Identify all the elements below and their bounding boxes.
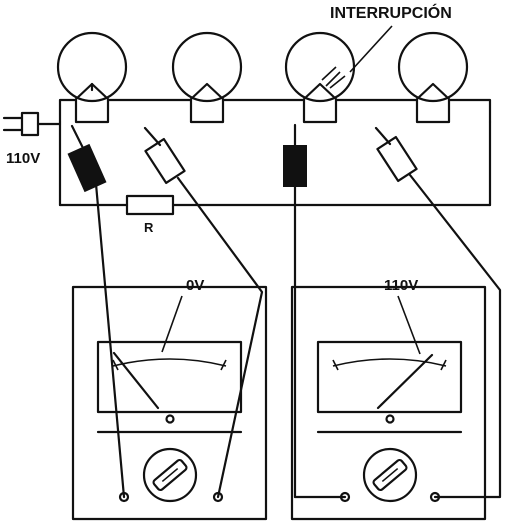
lamp-2 [171, 31, 243, 103]
meter-right-reading: 110V [384, 277, 418, 294]
lead-4-white [408, 173, 502, 499]
series-wire [58, 98, 492, 124]
supply-voltage-label: 110V [6, 150, 40, 167]
probe-left-black [67, 124, 107, 193]
resistor-label: R [144, 220, 154, 235]
selector-knob-icon [372, 458, 408, 492]
probe-2-white [143, 126, 186, 185]
lead-left-black [94, 182, 126, 499]
voltmeter-right [290, 285, 487, 521]
interruption-label: INTERRUPCIÓN [330, 3, 452, 22]
probe-3-black [283, 123, 307, 187]
probe-4-white [374, 126, 418, 183]
lamp-3-interrupted [284, 31, 356, 103]
resistor-icon [125, 194, 175, 216]
reading-pointer-right [397, 295, 421, 355]
lamp-1 [56, 31, 128, 103]
terminal-icon [118, 491, 130, 503]
terminal-icon [429, 491, 441, 503]
reading-pointer-left [161, 295, 183, 353]
terminal-icon [339, 491, 351, 503]
lead-2-white [176, 176, 264, 499]
voltmeter-left [71, 285, 268, 521]
interruption-pointer [349, 25, 393, 73]
plug-icon [2, 111, 62, 137]
selector-knob-icon [152, 458, 188, 492]
lamp-4 [397, 31, 469, 103]
meter-left-reading: 0V [186, 277, 204, 294]
terminal-icon [212, 491, 224, 503]
